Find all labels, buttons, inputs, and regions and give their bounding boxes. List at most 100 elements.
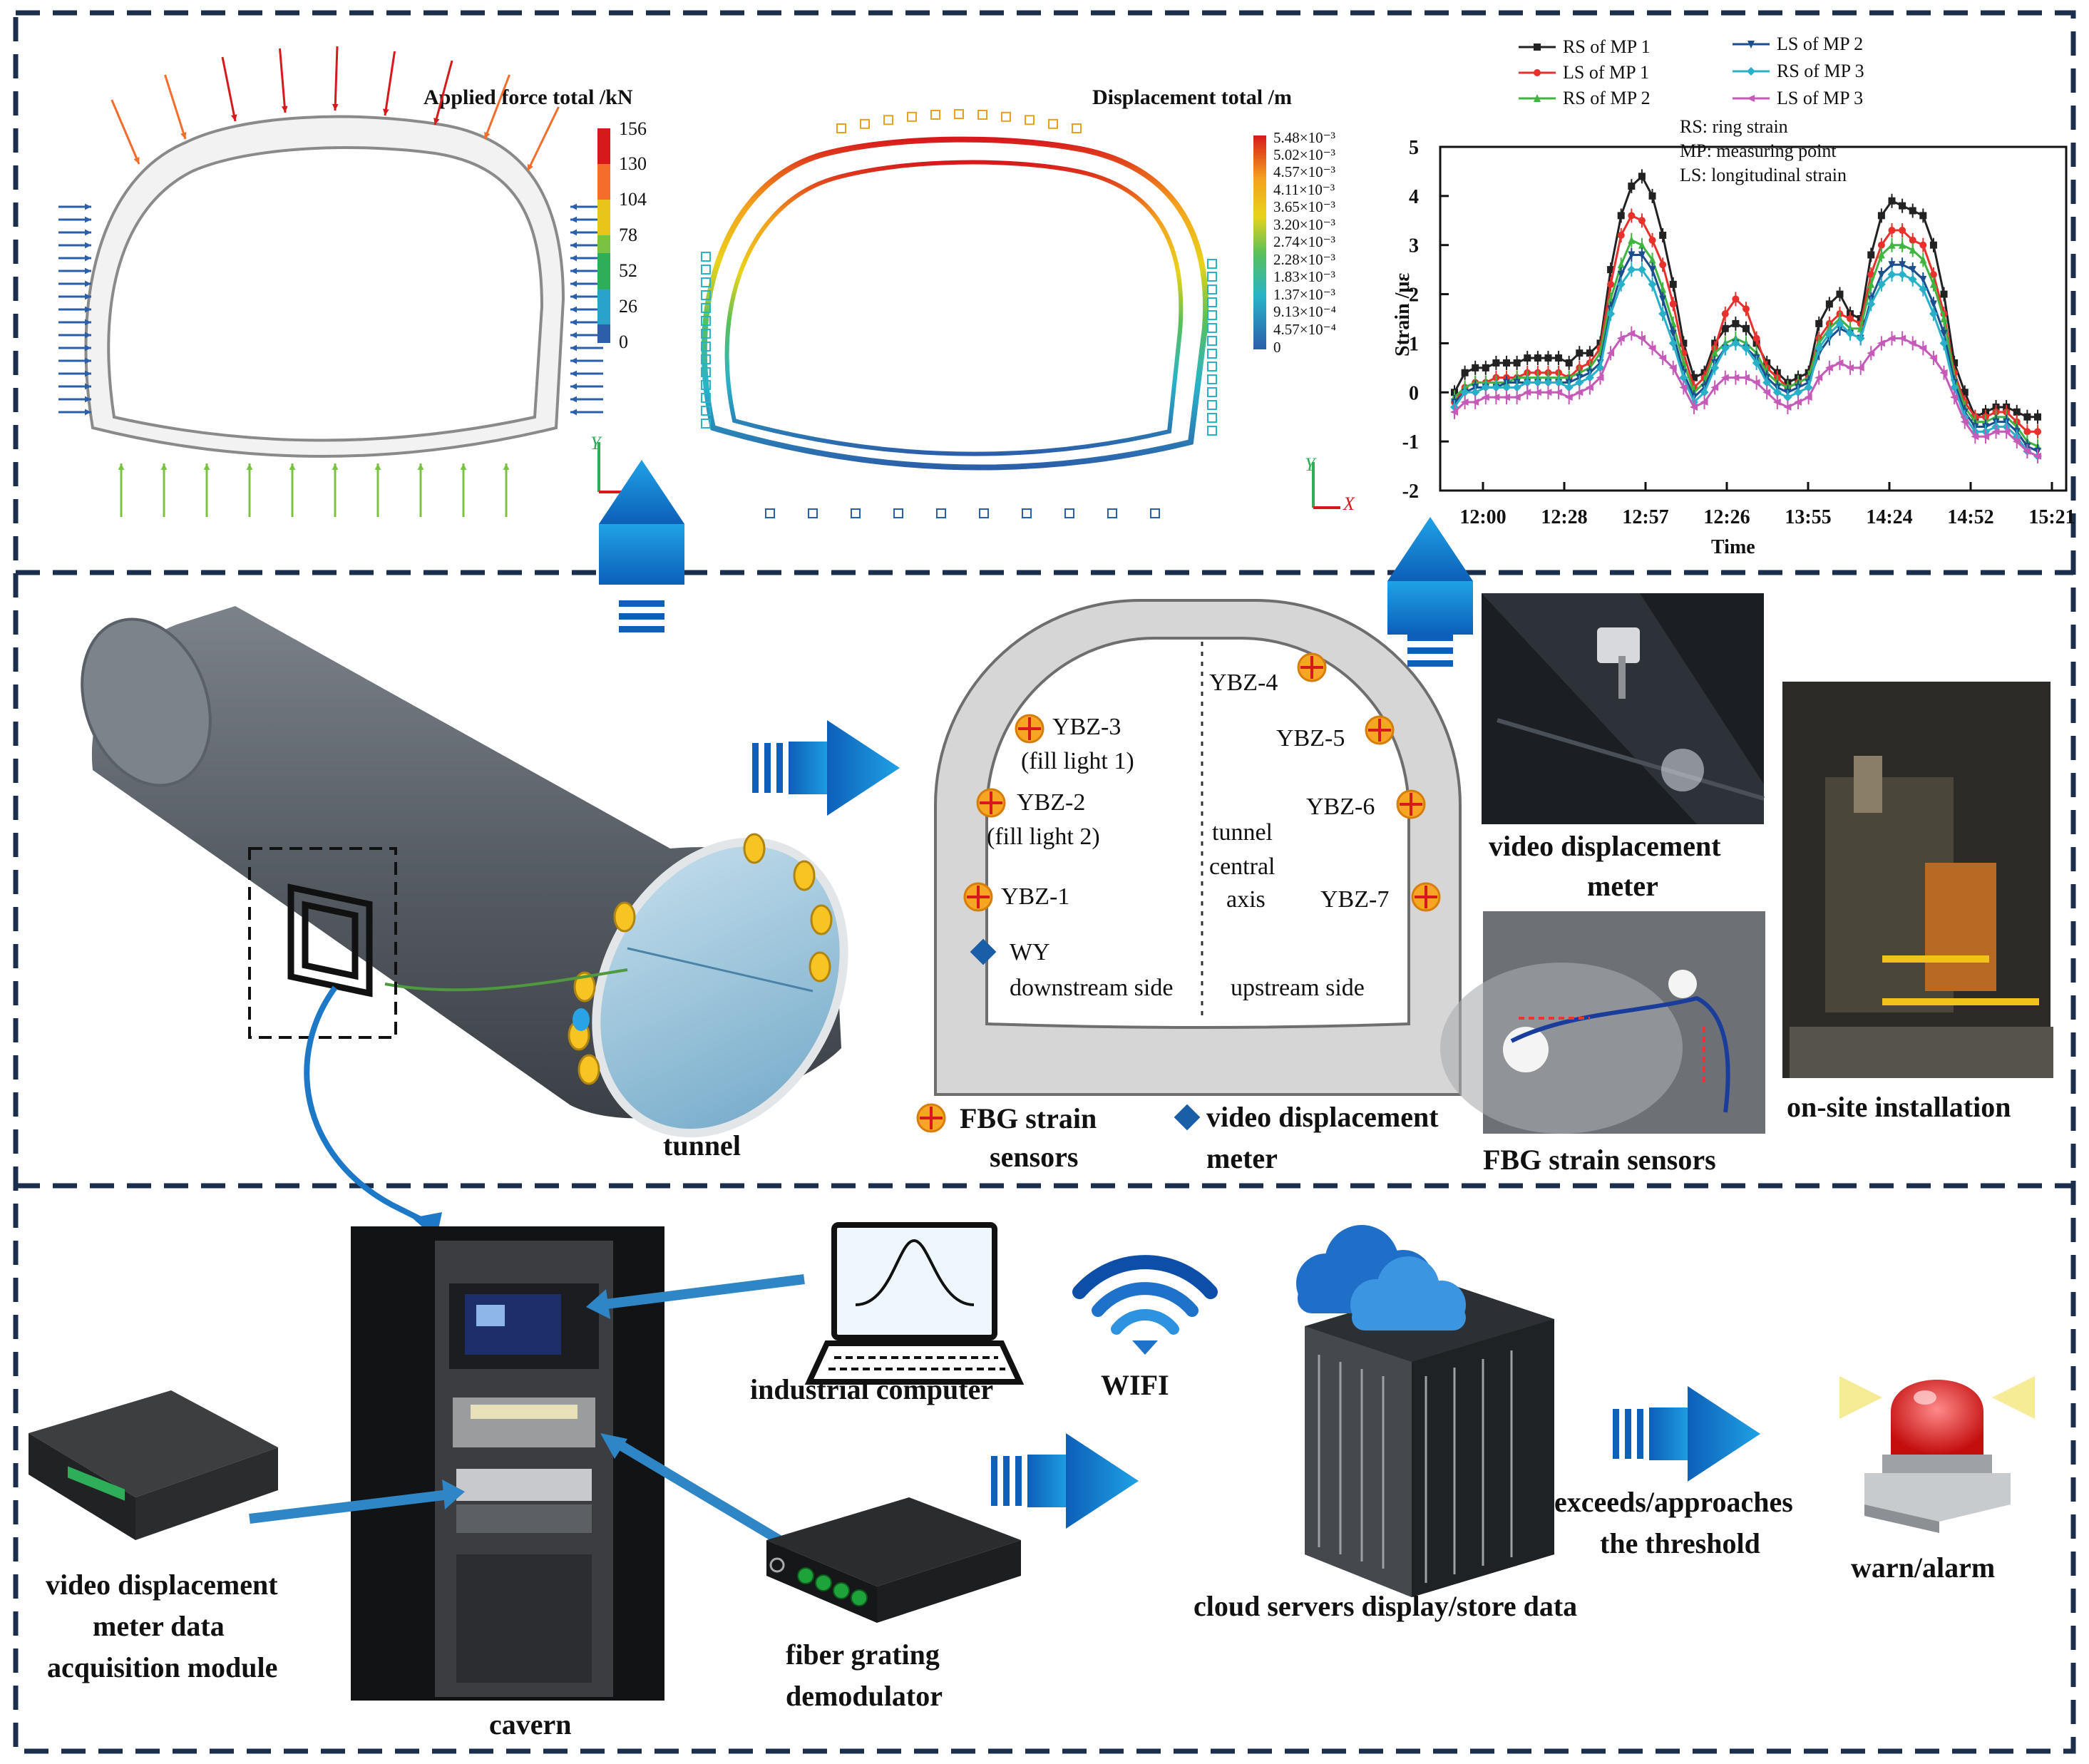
legend-item: RS of MP 1 bbox=[1519, 36, 1651, 57]
chart-point bbox=[1637, 265, 1646, 275]
force-arrowhead bbox=[570, 357, 578, 364]
chart-point bbox=[1887, 270, 1896, 280]
chart-point bbox=[1939, 369, 1948, 376]
displacement-marker bbox=[977, 109, 987, 120]
displacement-marker bbox=[701, 367, 711, 377]
chart-point bbox=[1585, 384, 1593, 391]
displacement-marker bbox=[765, 508, 775, 518]
chart-note-rs: RS: ring strain bbox=[1680, 116, 1788, 137]
displacement-marker bbox=[836, 123, 846, 133]
chart-point bbox=[1668, 339, 1678, 348]
computer-label: industrial computer bbox=[750, 1373, 993, 1405]
displacement-marker bbox=[1107, 508, 1117, 518]
chart-point bbox=[1929, 271, 1937, 279]
force-arrowhead bbox=[570, 319, 578, 326]
chart-point bbox=[1960, 418, 1969, 426]
chart-point bbox=[1742, 374, 1750, 381]
chart-point bbox=[1752, 334, 1760, 342]
fbg-sensor-ybz3-icon bbox=[1015, 714, 1044, 744]
chart-point bbox=[1523, 378, 1532, 387]
force-arrowhead bbox=[460, 463, 467, 471]
displacement-marker bbox=[808, 508, 818, 518]
displacement-marker bbox=[936, 508, 946, 518]
chart-point bbox=[1544, 354, 1552, 362]
force-scale-swatch bbox=[597, 200, 610, 218]
chart-point bbox=[1721, 324, 1729, 332]
chart-point bbox=[1888, 240, 1896, 249]
fbg-sensor-ybz4-icon bbox=[1297, 652, 1327, 682]
force-arrowhead bbox=[84, 396, 91, 403]
chart-point bbox=[1659, 295, 1667, 304]
force-scale: 156 130 104 78 52 26 0 bbox=[597, 118, 647, 352]
disp-scale-4: 3.65×10⁻³ bbox=[1273, 198, 1335, 215]
force-axis-y: Y bbox=[590, 433, 602, 453]
displacement-marker bbox=[1207, 413, 1217, 423]
displacement-model: Displacement total /m 5.48×10⁻³ 5.02×10⁻… bbox=[701, 86, 1355, 518]
force-arrow bbox=[221, 56, 237, 122]
chart-ytick-label: -2 bbox=[1402, 481, 1419, 503]
chart-ytick-label: 3 bbox=[1409, 235, 1419, 257]
chart-point bbox=[1846, 329, 1855, 338]
chart-point bbox=[1606, 349, 1615, 357]
alarm-label: warn/alarm bbox=[1851, 1552, 1995, 1584]
force-arrowhead bbox=[383, 108, 389, 116]
force-arrowhead bbox=[84, 255, 91, 262]
disp-scale-11: 4.57×10⁻⁴ bbox=[1273, 321, 1336, 338]
chart-point bbox=[1909, 266, 1916, 275]
force-arrowhead bbox=[570, 383, 578, 390]
chart-point bbox=[2023, 447, 2031, 455]
force-arrowhead bbox=[84, 306, 91, 313]
legend-label: RS of MP 1 bbox=[1563, 36, 1651, 57]
force-lining-inner bbox=[107, 146, 544, 442]
demodulator-label-2: demodulator bbox=[786, 1680, 943, 1712]
fiber-grating-demodulator-device: fiber grating demodulator bbox=[766, 1497, 1021, 1712]
force-arrowhead bbox=[84, 357, 91, 364]
chart-point bbox=[1742, 305, 1750, 313]
chart-point bbox=[1555, 354, 1563, 362]
displacement-marker bbox=[701, 303, 711, 313]
chart-point bbox=[1752, 379, 1760, 386]
force-arrowhead bbox=[417, 463, 424, 471]
force-arrowhead bbox=[570, 409, 578, 416]
displacement-marker bbox=[1207, 400, 1217, 410]
force-arrowhead bbox=[246, 463, 253, 471]
chart-point bbox=[1659, 261, 1667, 269]
displacement-marker bbox=[851, 508, 861, 518]
force-arrowhead bbox=[570, 203, 578, 210]
displacement-marker bbox=[979, 508, 989, 518]
chart-point bbox=[1877, 250, 1885, 259]
legend-video-line1: video displacement bbox=[1206, 1101, 1439, 1133]
chart-point bbox=[1628, 235, 1636, 244]
legend-item: LS of MP 2 bbox=[1733, 34, 1863, 54]
chart-point bbox=[1492, 394, 1500, 401]
chart-point bbox=[1638, 240, 1646, 249]
chart-point bbox=[1919, 275, 1927, 284]
chart-point bbox=[1512, 383, 1521, 392]
chart-point bbox=[2023, 428, 2031, 436]
fbg-sensor-ybz7-icon bbox=[1411, 882, 1441, 912]
chart-point bbox=[1679, 373, 1688, 382]
arrow-to-cloud bbox=[991, 1433, 1139, 1529]
module-label-3: acquisition module bbox=[47, 1651, 277, 1683]
demodulator-label-1: fiber grating bbox=[786, 1639, 940, 1671]
chart-point bbox=[1909, 236, 1916, 244]
force-arrowhead bbox=[84, 409, 91, 416]
chart-point bbox=[1929, 354, 1937, 362]
force-arrowhead bbox=[281, 106, 288, 113]
displacement-marker bbox=[1072, 123, 1082, 133]
chart-xtick-label: 12:57 bbox=[1622, 506, 1668, 528]
tunnel-face bbox=[592, 837, 848, 1138]
chart-point bbox=[1752, 358, 1761, 367]
chart-point bbox=[1502, 383, 1511, 392]
tunnel-end-left bbox=[81, 617, 212, 787]
chart-point bbox=[2013, 408, 2021, 416]
chart-point bbox=[1909, 207, 1916, 215]
legend-item: RS of MP 3 bbox=[1733, 61, 1864, 81]
force-arrowhead bbox=[84, 319, 91, 326]
chart-point bbox=[1919, 241, 1927, 249]
chart-point bbox=[1919, 284, 1928, 294]
force-arrow bbox=[483, 74, 510, 140]
chart-point bbox=[1772, 388, 1782, 397]
chart-point bbox=[1732, 295, 1740, 303]
chart-point bbox=[1648, 192, 1656, 200]
